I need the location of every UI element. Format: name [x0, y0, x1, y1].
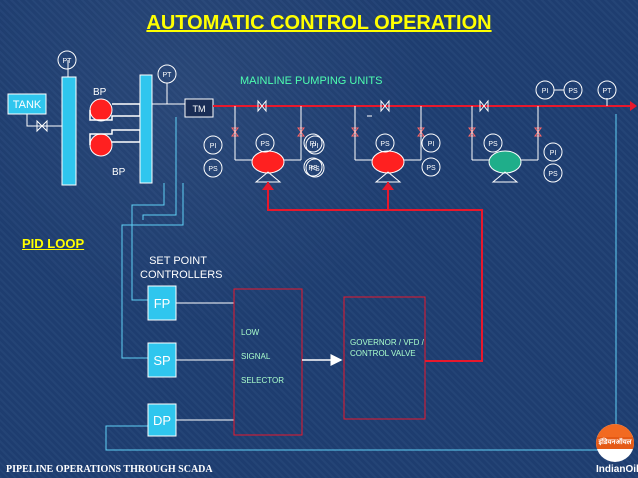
bp-bottom-label: BP [112, 167, 126, 178]
pump-3-body [488, 150, 522, 174]
tm-box [184, 98, 214, 118]
pump-1-pi-suction-bubble [203, 135, 223, 155]
pump-3-base [491, 171, 519, 183]
pump-1-ps-discharge-label: PS [260, 141, 270, 148]
governor-box [343, 296, 426, 420]
pump-2-pi-discharge-label: PI [428, 141, 435, 148]
mainline-valve-3 [479, 99, 489, 113]
pump-2-ps-discharge-bubble [375, 133, 395, 153]
pump-3-discharge-valve [534, 127, 542, 137]
pump-3-pi-discharge-label: PI [550, 150, 557, 157]
indianoil-logo-script: इंडियनऑयल [596, 437, 634, 449]
controller-sp-label: SP [153, 353, 170, 368]
pump-2-body [371, 150, 405, 174]
pump-1-ps-discharge-bubble [255, 133, 275, 153]
pid-loop-label: PID LOOP [22, 236, 85, 251]
controller-dp-label: DP [153, 413, 171, 428]
pump-1-suction-valve [231, 127, 239, 137]
pump-3-ps-bubble [483, 133, 503, 153]
booster-pump-bottom [89, 133, 113, 157]
end-pt-label: PT [603, 88, 613, 95]
mainline-label: MAINLINE PUMPING UNITS [240, 75, 383, 87]
controller-fp [147, 285, 177, 321]
pump-1-body [251, 150, 285, 174]
end-pi-label: PI [542, 88, 549, 95]
header-vessel [139, 74, 153, 184]
controller-dp [147, 403, 177, 437]
tank-pt-label: PT [63, 58, 73, 65]
pump-2-ps-discharge-label: PS [380, 141, 390, 148]
pump-2-pi-suction-label: PI [312, 143, 319, 150]
pump-2-ps-discharge-2-bubble [421, 157, 441, 177]
pump-3-suction-valve [468, 127, 476, 137]
bp-top-label: BP [93, 87, 107, 98]
signal-line-header [131, 183, 165, 301]
header-pt-bubble [157, 64, 177, 84]
pump-1-ps-suction-label: PS [208, 166, 218, 173]
end-ps-label: PS [568, 88, 578, 95]
pump-1-pi-suction-label: PI [210, 143, 217, 150]
selector-line-1: LOW [241, 328, 260, 337]
pump-3-pi-discharge-bubble [543, 142, 563, 162]
footer-text: PIPELINE OPERATIONS THROUGH SCADA [6, 464, 213, 475]
controller-fp-label: FP [154, 296, 171, 311]
mainline-valve-2 [380, 99, 390, 113]
pump-1-ps-suction-bubble [203, 158, 223, 178]
controller-sp [147, 342, 177, 378]
pump-1-pi-discharge-bubble [303, 133, 323, 153]
pump-2-ps-suction-label: PS [310, 166, 320, 173]
pump-3-ps-label: PS [488, 141, 498, 148]
indianoil-logo-text: IndianOil [596, 464, 638, 475]
low-signal-selector [233, 288, 303, 436]
control-loop-line [267, 182, 483, 362]
pump-1-ps-discharge-2-bubble [303, 157, 323, 177]
indianoil-logo: इंडियनऑयल [596, 424, 634, 462]
set-point-label: SET POINT CONTROLLERS [140, 255, 223, 281]
tank-label: TANK [13, 99, 42, 111]
pump-3-ps-discharge-label: PS [548, 171, 558, 178]
mainline-valve-1 [257, 99, 267, 113]
signal-line-tm [142, 117, 177, 220]
header-pt-label: PT [163, 72, 173, 79]
signal-line-discharge [105, 114, 617, 451]
tm-label: TM [193, 104, 206, 114]
pump-2-discharge-valve [417, 127, 425, 137]
pump-2-ps-suction-bubble [305, 158, 325, 178]
slide-title: AUTOMATIC CONTROL OPERATION [146, 12, 492, 34]
tank-vessel [61, 76, 77, 186]
pump-3-ps-discharge-bubble [543, 163, 563, 183]
pump-1-discharge-valve [297, 127, 305, 137]
pump-1-pi-discharge-label: PI [310, 141, 317, 148]
pump-1-ps-discharge-2-label: PS [308, 165, 318, 172]
pump-2-pi-discharge-bubble [421, 133, 441, 153]
selector-line-3: SELECTOR [241, 376, 284, 385]
pump-2-pi-suction-bubble [305, 135, 325, 155]
tank-pt-bubble [57, 50, 77, 70]
governor-label: GOVERNOR / VFD / CONTROL VALVE [350, 338, 424, 358]
booster-pump-top [89, 98, 113, 122]
tank-outlet-valve [36, 119, 48, 133]
pump-2-suction-valve [351, 127, 359, 137]
pump-2-ps-discharge-2-label: PS [426, 165, 436, 172]
signal-line-suction [121, 183, 184, 359]
selector-line-2: SIGNAL [241, 352, 271, 361]
